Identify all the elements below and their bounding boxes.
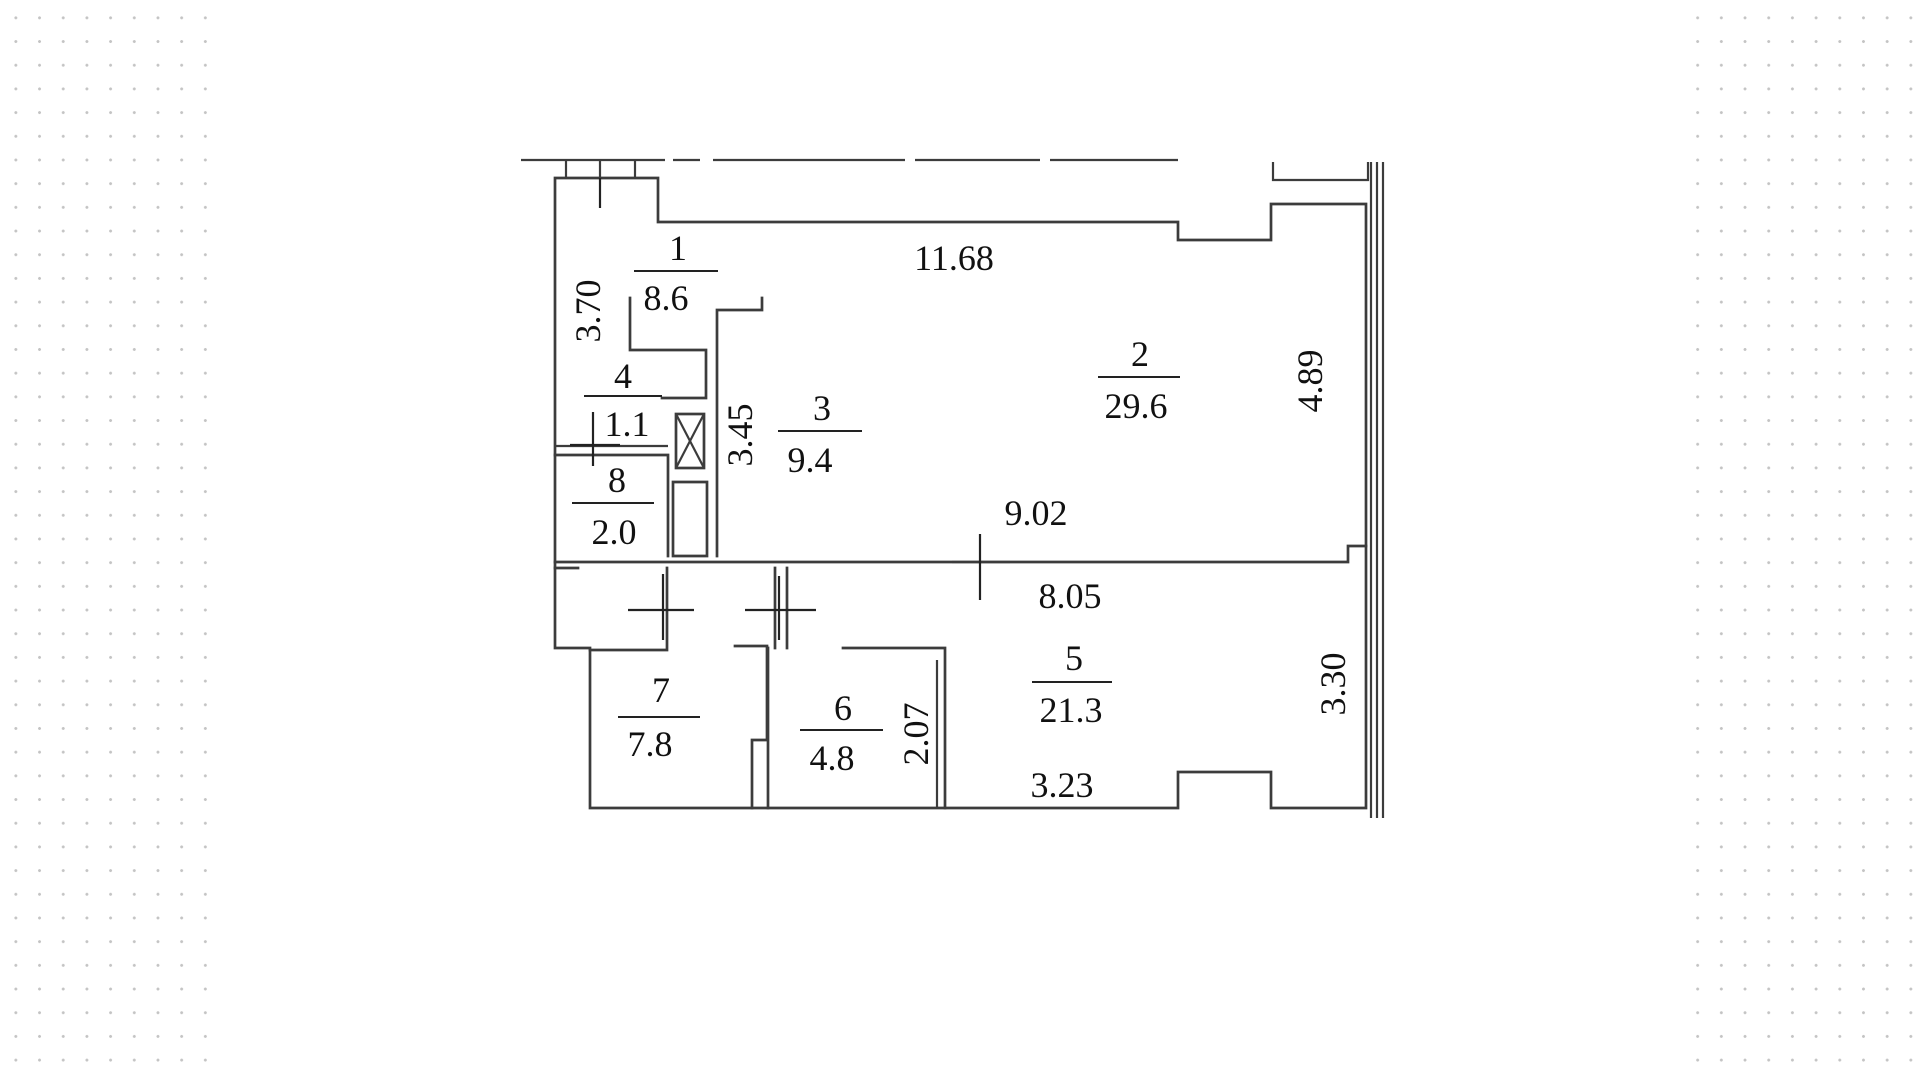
- room-number-4: 4: [614, 356, 632, 396]
- room-area-4: 1.1: [605, 404, 650, 444]
- room-area-5: 21.3: [1040, 690, 1103, 730]
- inner-walls: [553, 296, 1010, 810]
- room-label-7: 7 7.8: [618, 670, 700, 764]
- room-number-3: 3: [813, 388, 831, 428]
- room-area-3: 9.4: [788, 440, 833, 480]
- room-number-2: 2: [1131, 334, 1149, 374]
- dimension-mid-lower: 8.05: [1039, 576, 1102, 616]
- dimension-left-upper: 3.70: [568, 280, 608, 343]
- dimension-right-upper: 4.89: [1290, 350, 1330, 413]
- room-number-1: 1: [669, 228, 687, 268]
- room-number-6: 6: [834, 688, 852, 728]
- room-area-6: 4.8: [810, 738, 855, 778]
- room-label-4: 4 1.1: [584, 356, 662, 444]
- dimension-bath-height: 2.07: [896, 703, 936, 766]
- right-glazing: [1271, 162, 1385, 818]
- room-number-8: 8: [608, 460, 626, 500]
- dimension-bottom-width: 3.23: [1031, 765, 1094, 805]
- room-label-5: 5 21.3: [1032, 638, 1112, 730]
- top-window: [521, 158, 1178, 178]
- outer-walls: [553, 176, 1368, 810]
- room-label-1: 1 8.6: [634, 228, 718, 318]
- room-label-2: 2 29.6: [1098, 334, 1180, 426]
- dimension-corridor-height: 3.45: [720, 404, 760, 467]
- room-area-2: 29.6: [1105, 386, 1168, 426]
- floor-plan: 1 8.6 2 29.6 3 9.4 4 1.1 5 21.3 6 4.8 7 …: [521, 158, 1385, 818]
- dimension-right-lower: 3.30: [1313, 653, 1353, 716]
- room-label-8: 8 2.0: [572, 460, 654, 552]
- dimension-top-width: 11.68: [914, 238, 994, 278]
- room-label-3: 3 9.4: [778, 388, 862, 480]
- room-area-1: 8.6: [644, 278, 689, 318]
- room-number-5: 5: [1065, 638, 1083, 678]
- floor-plan-panel: 1 8.6 2 29.6 3 9.4 4 1.1 5 21.3 6 4.8 7 …: [225, 0, 1695, 1078]
- door-symbols: [570, 178, 982, 640]
- room-area-8: 2.0: [592, 512, 637, 552]
- room-number-7: 7: [652, 670, 670, 710]
- room-area-7: 7.8: [628, 724, 673, 764]
- room-label-6: 6 4.8: [800, 688, 883, 778]
- dimension-mid-upper: 9.02: [1005, 493, 1068, 533]
